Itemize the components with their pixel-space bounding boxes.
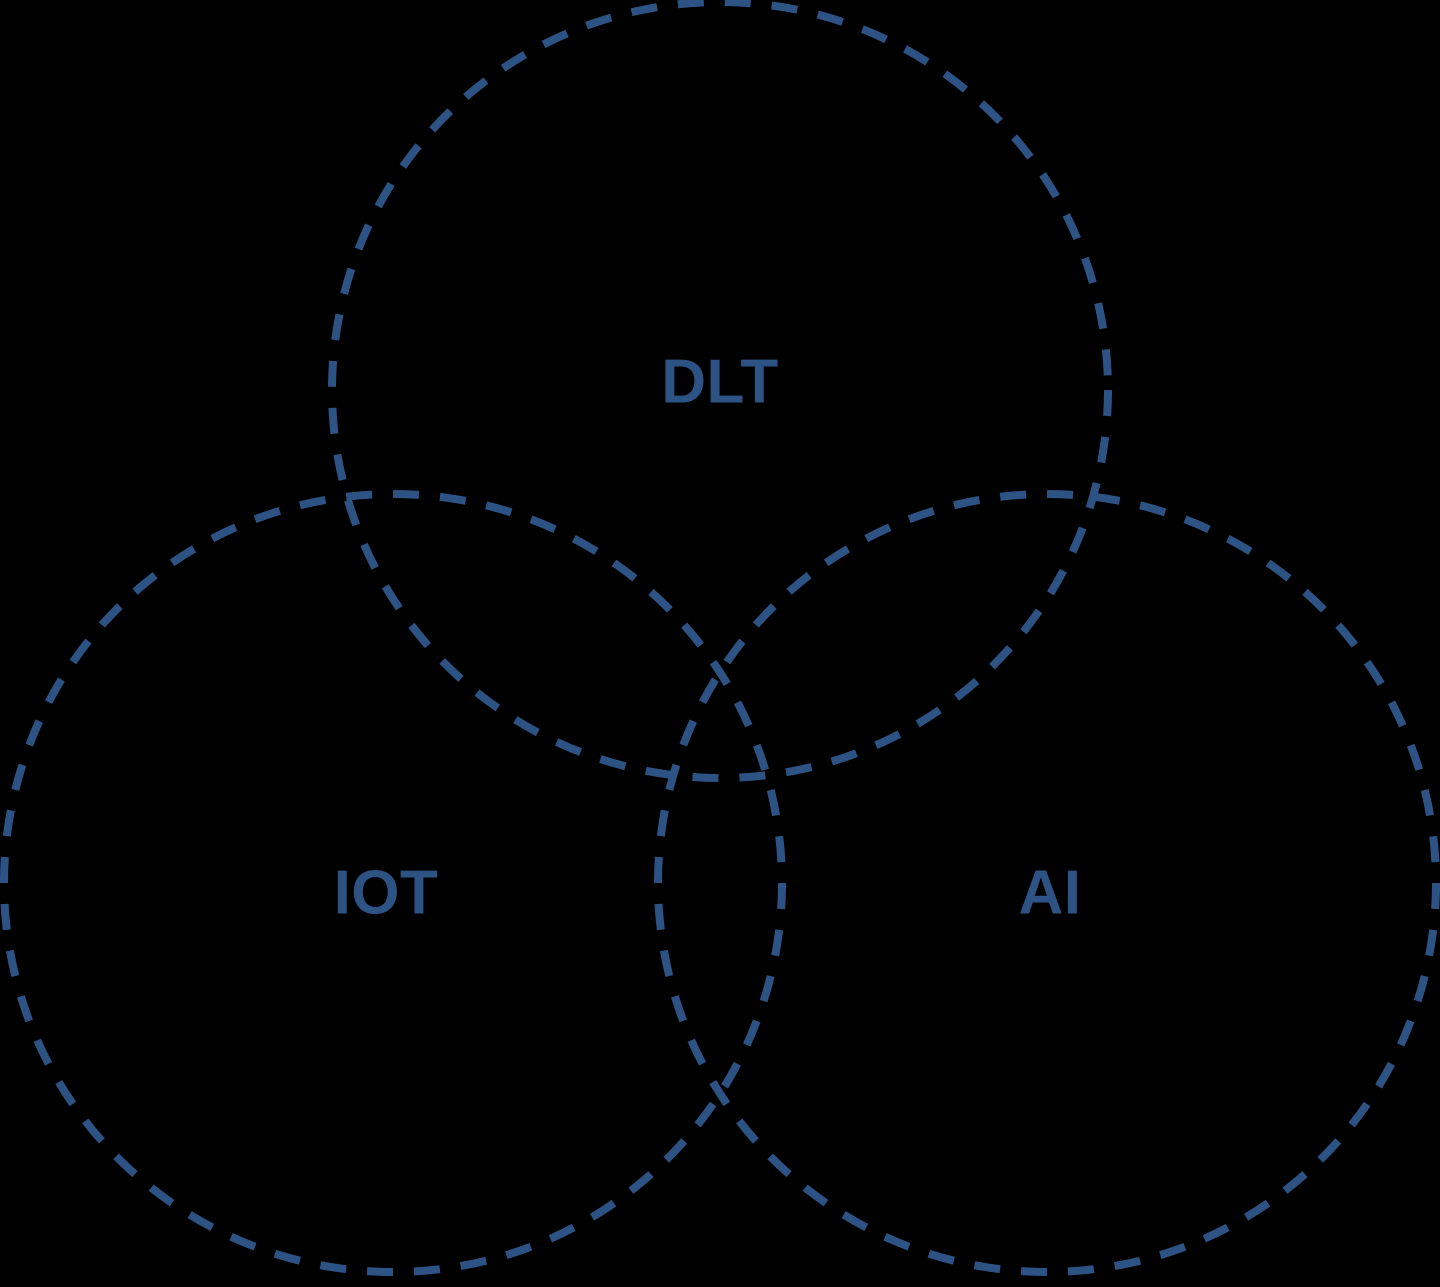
venn-circle-ai[interactable] — [654, 490, 1440, 1276]
venn-label-ai: AI — [1019, 858, 1082, 927]
venn-circle-dlt[interactable] — [328, 0, 1112, 782]
venn-circle-iot[interactable] — [0, 490, 786, 1276]
venn-label-dlt: DLT — [661, 347, 778, 416]
venn-label-iot: IOT — [334, 858, 439, 927]
